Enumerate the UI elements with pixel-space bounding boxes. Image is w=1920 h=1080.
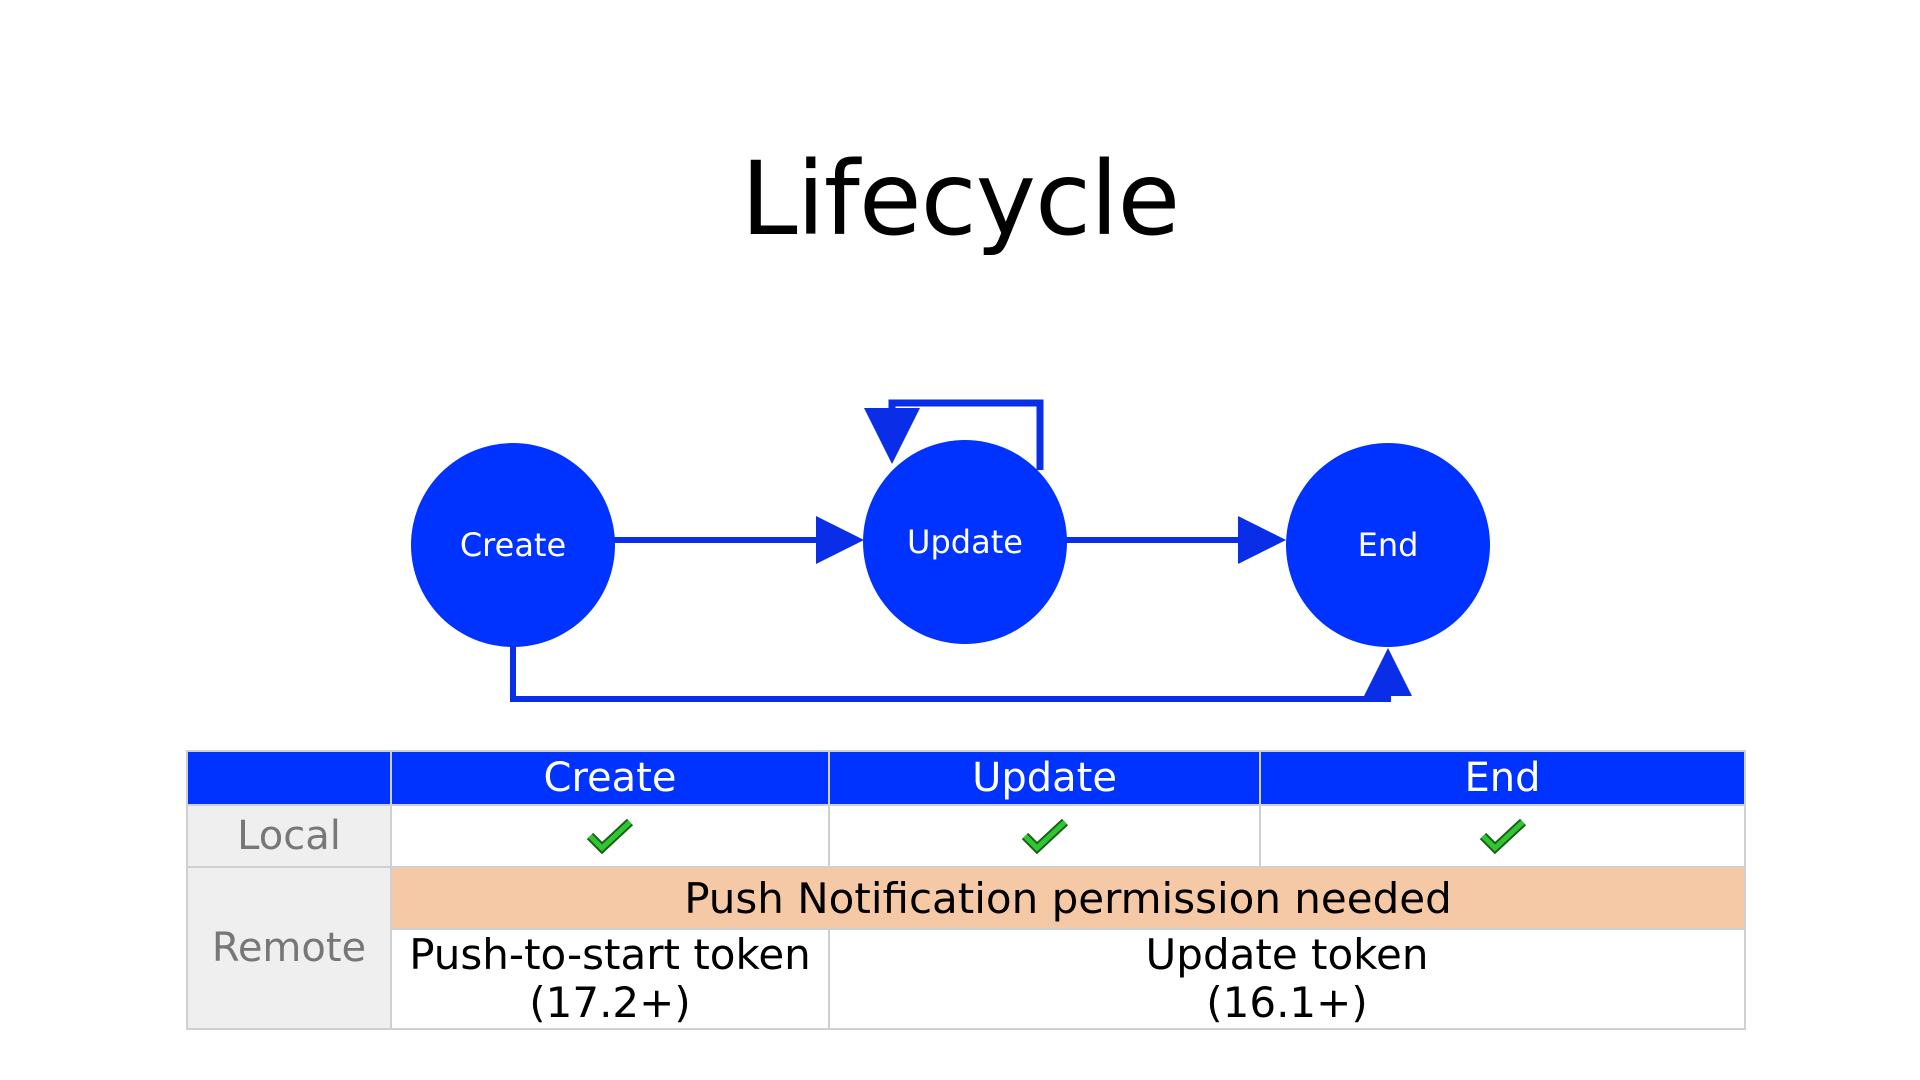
node-create-label: Create bbox=[460, 526, 566, 564]
header-empty bbox=[186, 750, 392, 806]
node-update-label: Update bbox=[907, 523, 1023, 561]
node-end: End bbox=[1286, 443, 1490, 647]
node-update: Update bbox=[863, 440, 1067, 644]
local-create-cell bbox=[390, 804, 830, 868]
node-create: Create bbox=[411, 443, 615, 647]
local-update-cell bbox=[828, 804, 1261, 868]
node-end-label: End bbox=[1358, 526, 1419, 564]
check-icon bbox=[1021, 818, 1068, 854]
push-to-start-token-cell: Push-to-start token (17.2+) bbox=[390, 928, 830, 1030]
row-label-local: Local bbox=[186, 804, 392, 868]
local-end-cell bbox=[1259, 804, 1746, 868]
header-end: End bbox=[1259, 750, 1746, 806]
capability-table: Create Update End Local bbox=[186, 750, 1746, 1030]
header-create: Create bbox=[390, 750, 830, 806]
table-row-remote-tokens: Push-to-start token (17.2+) Update token… bbox=[187, 928, 1746, 1030]
table-row-local: Local bbox=[186, 804, 1746, 868]
header-update: Update bbox=[828, 750, 1261, 806]
row-label-remote: Remote bbox=[186, 866, 392, 1030]
node-update-circle bbox=[863, 440, 1067, 644]
slide-title: Lifecycle bbox=[740, 140, 1180, 259]
update-token-cell: Update token (16.1+) bbox=[828, 928, 1746, 1030]
check-icon bbox=[586, 818, 634, 854]
table-row-remote-permission: Remote Push Notification permission need… bbox=[186, 866, 1746, 1030]
check-icon bbox=[1479, 818, 1526, 854]
push-to-start-token-label: Push-to-start token bbox=[409, 930, 811, 979]
edge-create-end bbox=[510, 643, 1412, 702]
node-end-circle bbox=[1286, 443, 1490, 647]
node-create-circle bbox=[411, 443, 615, 647]
update-token-label: Update token bbox=[1145, 930, 1429, 979]
capability-table-wrap: Create Update End Local bbox=[186, 750, 1746, 1030]
update-token-version: (16.1+) bbox=[1206, 978, 1368, 1027]
table-header-row: Create Update End bbox=[186, 750, 1746, 806]
push-to-start-token-version: (17.2+) bbox=[529, 978, 691, 1027]
edge-update-self-loop bbox=[864, 399, 1044, 470]
permission-note: Push Notification permission needed bbox=[390, 866, 1746, 930]
